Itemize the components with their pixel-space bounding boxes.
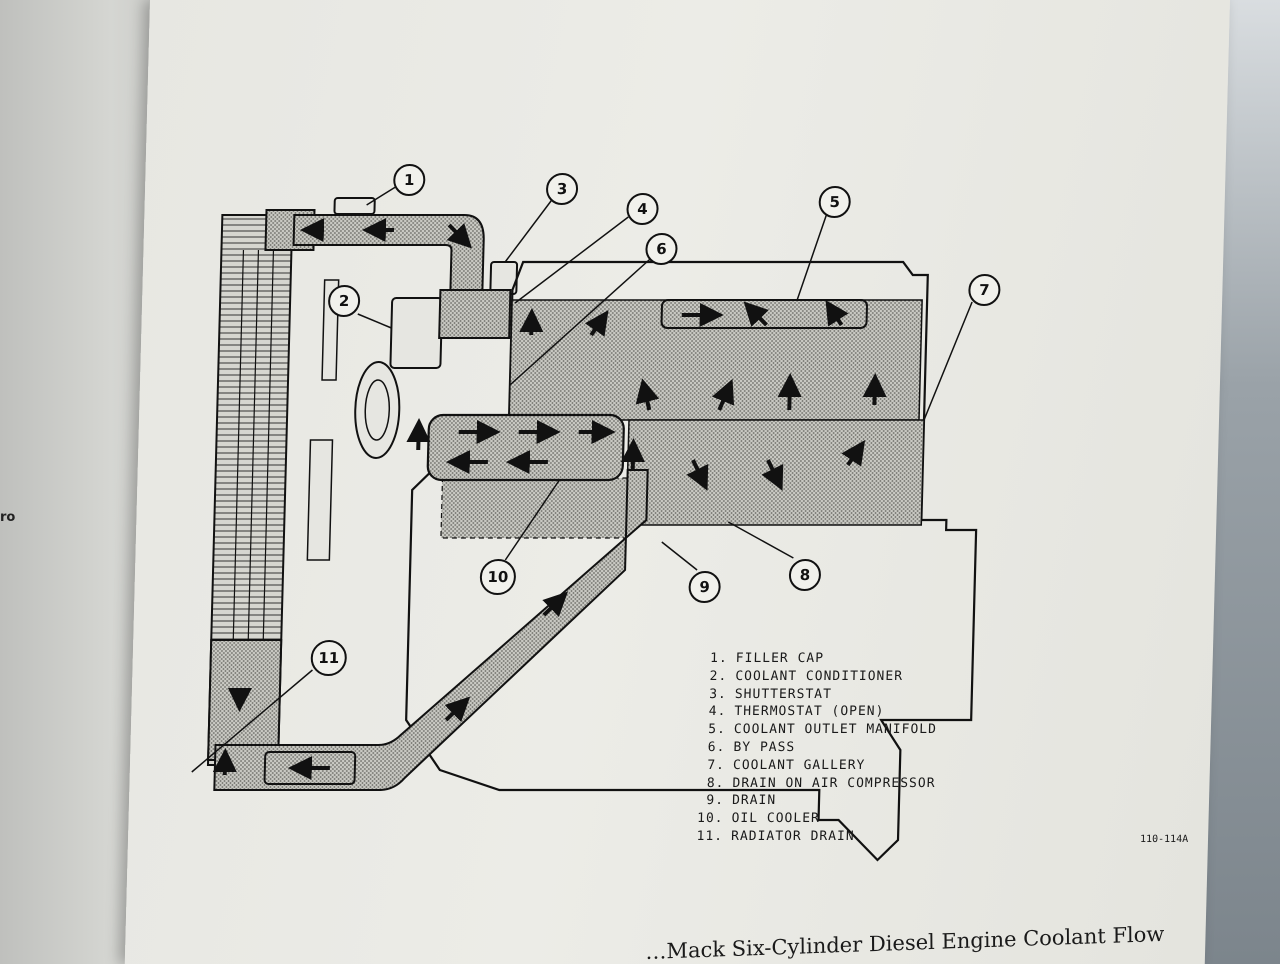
callout-9: 9 — [688, 571, 721, 603]
flow-arrows — [212, 218, 887, 780]
engine-block — [405, 260, 978, 862]
legend-item: 1.FILLER CAP — [709, 651, 825, 666]
legend: 1.FILLER CAP 2.COOLANT CONDITIONER 3.SHU… — [693, 650, 939, 846]
callout-11: 11 — [310, 640, 347, 676]
svg-text:6: 6 — [656, 240, 667, 258]
callout-4: 4 — [626, 193, 659, 225]
filler-cap — [333, 197, 376, 215]
legend-item: 4.THERMOSTAT (OPEN) — [708, 704, 885, 720]
svg-text:9: 9 — [699, 578, 710, 596]
oil-cooler — [426, 413, 625, 482]
callout-1: 1 — [393, 164, 426, 196]
svg-text:5: 5 — [829, 193, 840, 211]
callout-7: 7 — [968, 274, 1001, 306]
svg-text:2: 2 — [339, 292, 350, 310]
svg-text:8: 8 — [799, 566, 810, 584]
callout-3: 3 — [546, 173, 579, 205]
legend-item: 11.RADIATOR DRAIN — [696, 828, 855, 844]
radiator — [206, 209, 316, 766]
svg-text:10: 10 — [487, 568, 508, 586]
coolant-flow-diagram: 1 2 3 4 5 6 7 8 9 10 11 — [191, 164, 1001, 862]
legend-item: 2.COOLANT CONDITIONER — [709, 668, 904, 684]
top-hose — [292, 214, 485, 291]
legend-item: 5.COOLANT OUTLET MANIFOLD — [708, 722, 938, 738]
legend-item: 7.COOLANT GALLERY — [707, 757, 866, 773]
callout-5: 5 — [818, 186, 851, 218]
figure-code: 110-114A — [1139, 834, 1189, 845]
left-page-text-fragment: ro — [0, 510, 16, 525]
lower-hose — [213, 469, 649, 791]
svg-text:11: 11 — [318, 649, 339, 667]
callout-8: 8 — [788, 559, 821, 591]
svg-text:4: 4 — [637, 200, 648, 218]
legend-item: 9.DRAIN — [706, 793, 777, 809]
fan-pulley — [306, 279, 401, 561]
svg-text:3: 3 — [557, 180, 568, 198]
svg-text:7: 7 — [979, 281, 990, 299]
callout-10: 10 — [479, 559, 516, 595]
manual-page: 1 2 3 4 5 6 7 8 9 10 11 1.FILLER CAP 2.C… — [124, 0, 1230, 964]
coolant-conditioner — [389, 297, 444, 369]
thermostat-housing — [438, 289, 512, 339]
legend-item: 6.BY PASS — [707, 739, 796, 755]
svg-text:1: 1 — [404, 171, 415, 189]
leader-lines — [191, 185, 973, 773]
legend-item: 8.DRAIN ON AIR COMPRESSOR — [706, 775, 936, 791]
legend-item: 3.SHUTTERSTAT — [708, 686, 833, 702]
callout-2: 2 — [328, 285, 361, 317]
legend-item: 10.OIL COOLER — [696, 811, 821, 827]
callout-6: 6 — [645, 233, 678, 265]
